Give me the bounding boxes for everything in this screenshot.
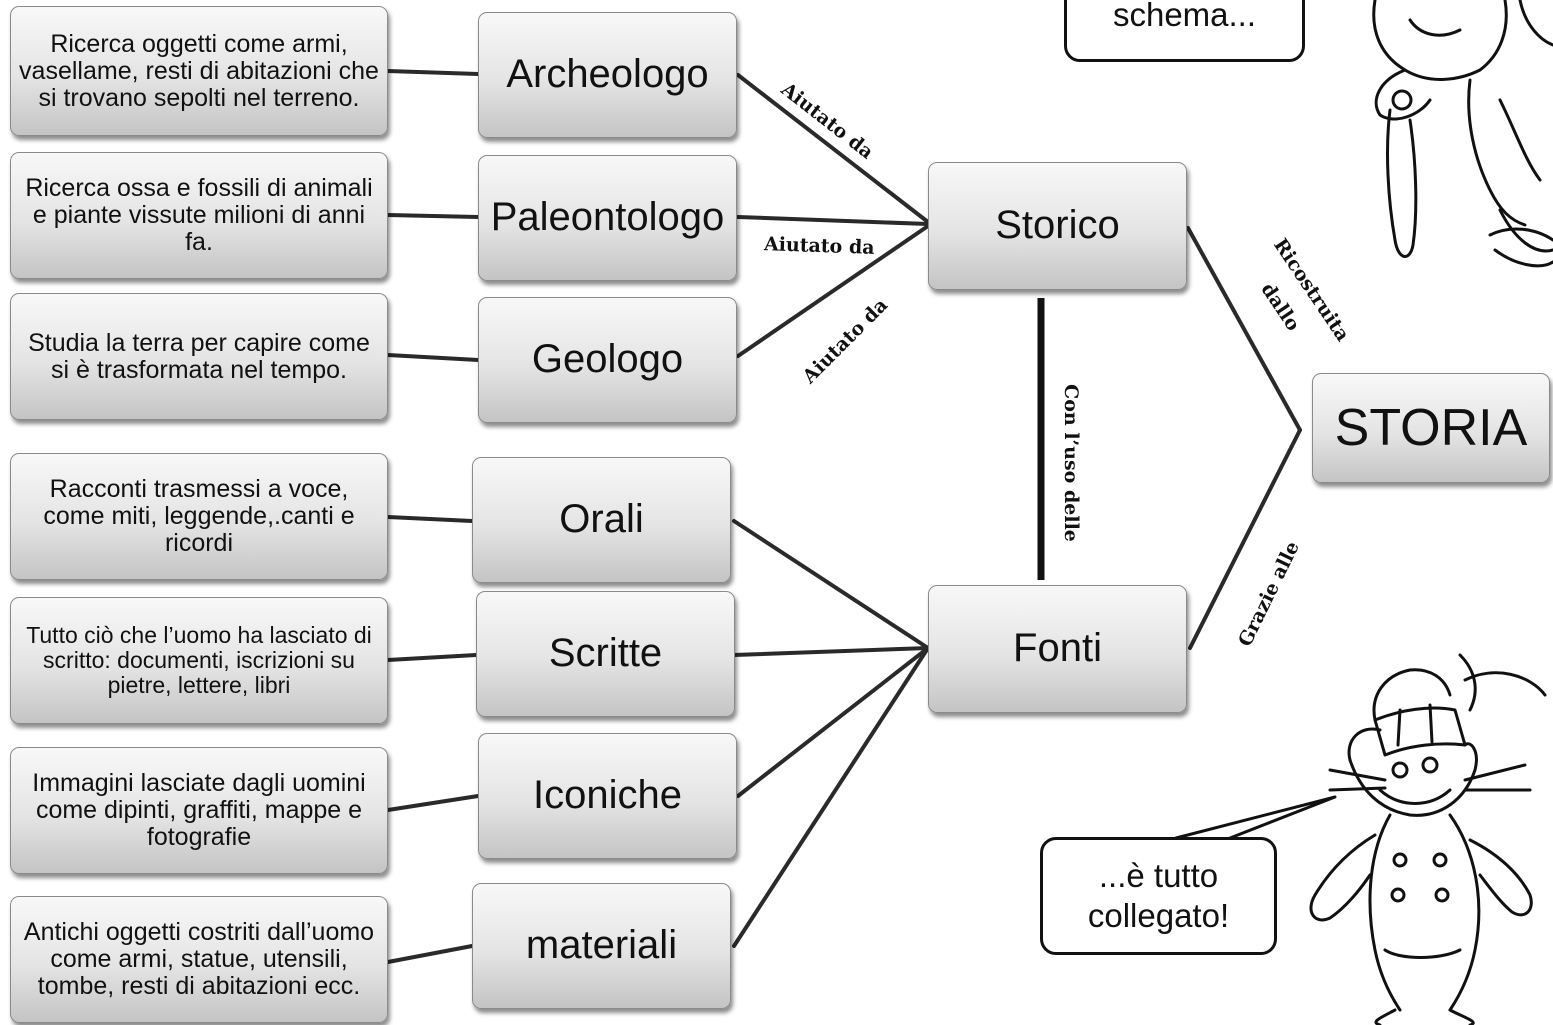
node-iconiche: Iconiche bbox=[478, 733, 737, 859]
description-archeologo: Ricerca oggetti come armi, vasellame, re… bbox=[10, 6, 388, 136]
description-iconiche: Immagini lasciate dagli uomini come dipi… bbox=[10, 747, 388, 874]
description-geologo: Studia la terra per capire come si è tra… bbox=[10, 293, 388, 420]
node-storia: STORIA bbox=[1312, 373, 1550, 483]
cartoon-mouse-with-hat bbox=[1309, 653, 1547, 1025]
edge-geologo-storico bbox=[736, 224, 930, 358]
edge-label-con-uso: Con l’uso delle bbox=[1059, 384, 1082, 542]
speech-bubble-bottom-line1: ...è tutto bbox=[1098, 857, 1219, 895]
connector-scritte bbox=[386, 653, 478, 662]
description-scritte: Tutto ciò che l’uomo ha lasciato di scri… bbox=[10, 597, 388, 724]
node-storico: Storico bbox=[928, 162, 1187, 290]
node-scritte: Scritte bbox=[476, 591, 735, 717]
description-paleontologo: Ricerca ossa e fossili di animali e pian… bbox=[10, 152, 388, 279]
description-orali: Racconti trasmessi a voce, come miti, le… bbox=[10, 453, 388, 580]
node-paleontologo: Paleontologo bbox=[478, 155, 737, 281]
cartoon-character-leaning-on-cane bbox=[1372, 0, 1553, 268]
edge-storico-storia bbox=[1186, 226, 1302, 432]
edge-iconiche-fonti bbox=[736, 646, 930, 798]
node-archeologo: Archeologo bbox=[478, 12, 737, 138]
connector-orali bbox=[386, 515, 474, 523]
node-geologo: Geologo bbox=[478, 297, 737, 423]
edge-paleontologo-storico bbox=[736, 215, 930, 226]
description-materiali: Antichi oggetti costriti dall’uomo come … bbox=[10, 896, 388, 1023]
speech-bubble-bottom-line2: collegato! bbox=[1087, 897, 1230, 934]
connector-materiali bbox=[386, 944, 474, 964]
speech-bubble-top-text: schema... bbox=[1112, 0, 1257, 34]
connector-iconiche bbox=[386, 794, 480, 812]
connector-geologo bbox=[386, 353, 480, 362]
edge-label-aiutato-2: Aiutato da bbox=[763, 233, 875, 259]
connector-paleontologo bbox=[386, 213, 480, 219]
node-fonti: Fonti bbox=[928, 585, 1187, 713]
edge-orali-fonti bbox=[732, 519, 930, 650]
connector-archeologo bbox=[386, 69, 480, 76]
edge-scritte-fonti bbox=[732, 646, 930, 657]
speech-bubble-top: schema... bbox=[1064, 0, 1305, 62]
edge-materiali-fonti bbox=[732, 646, 930, 948]
node-orali: Orali bbox=[472, 457, 731, 583]
node-materiali: materiali bbox=[472, 883, 731, 1009]
edge-fonti-storia bbox=[1188, 428, 1302, 650]
speech-bubble-bottom: ...è tutto collegato! bbox=[1040, 837, 1277, 955]
edge-archeologo-storico bbox=[736, 73, 930, 224]
